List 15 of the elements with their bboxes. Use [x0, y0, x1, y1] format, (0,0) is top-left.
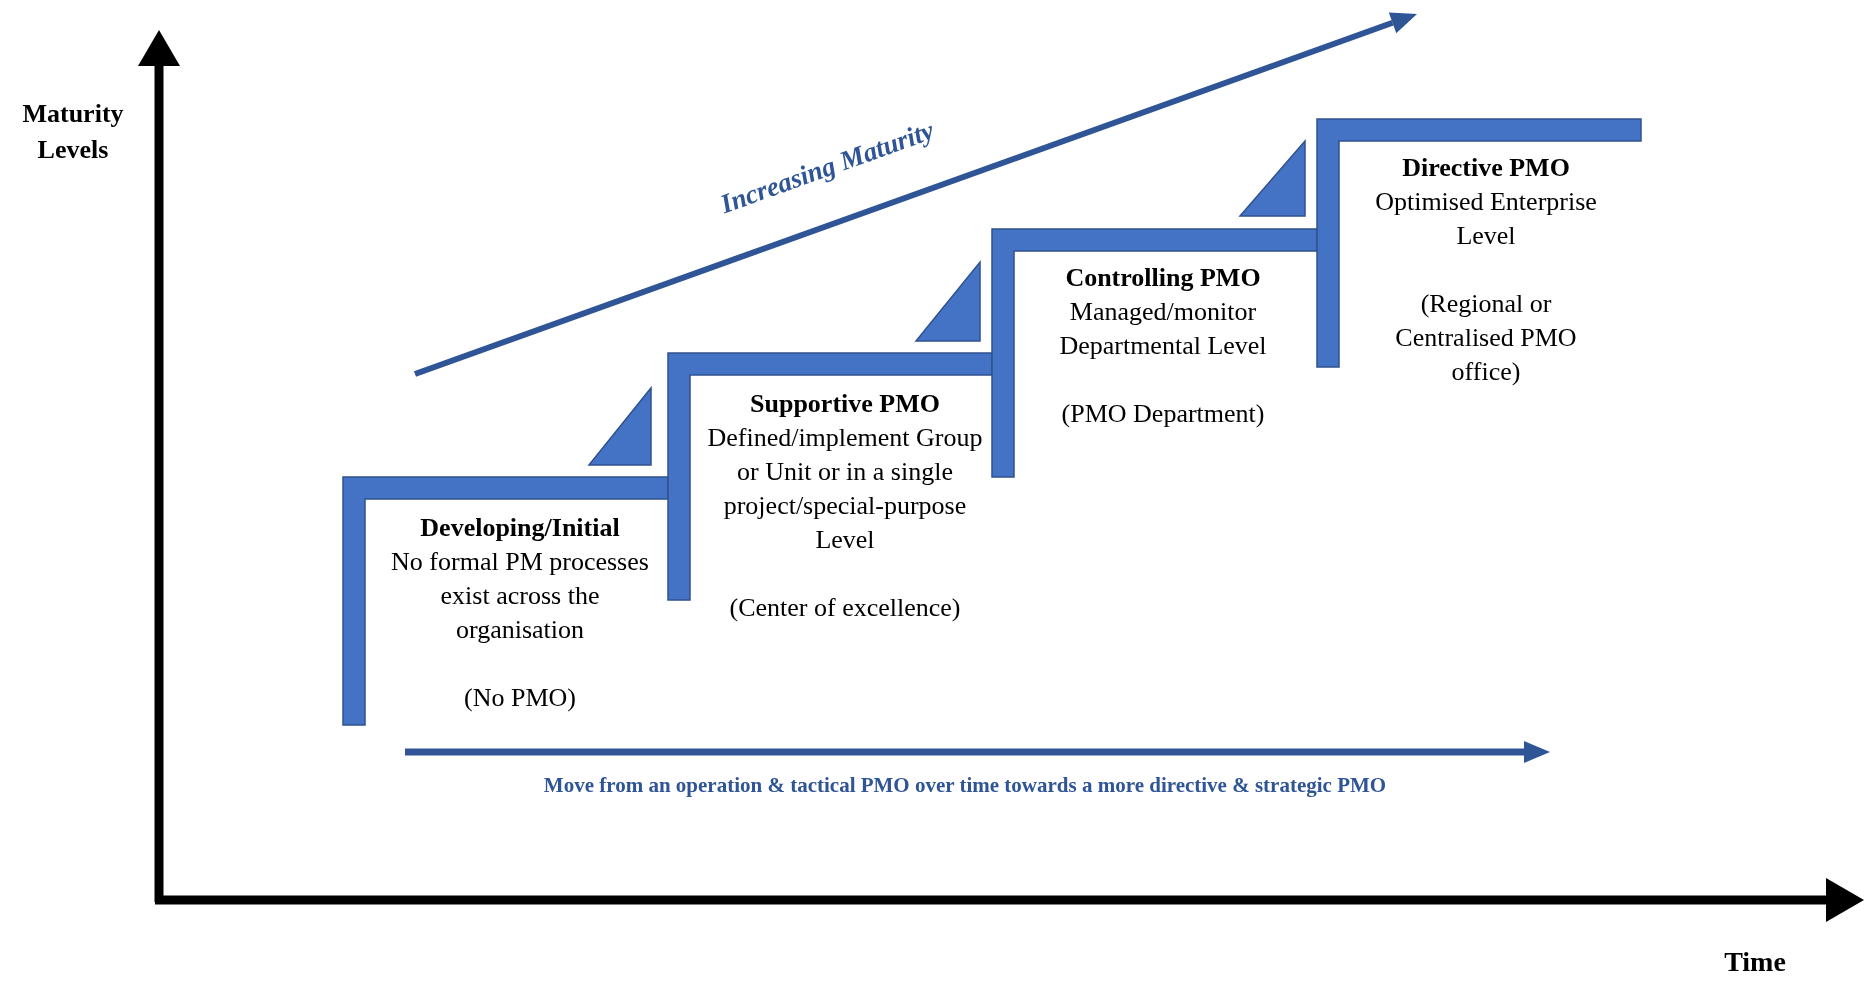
- stage-heading: Directive PMO: [1401, 152, 1571, 184]
- stage-description: Optimised Enterprise Level: [1374, 186, 1598, 252]
- axis-label: Maturity Levels: [21, 98, 125, 166]
- stage-heading: Supportive PMO: [749, 388, 941, 420]
- stage-description: Managed/monitor Departmental Level: [1058, 296, 1268, 362]
- stage-description: Defined/implement Group or Unit or in a single project/special-purpose Level: [706, 422, 984, 556]
- stage-description: No formal PM processes exist across the organisation: [390, 546, 650, 646]
- direction-caption: Move from an operation & tactical PMO over time towards a more directive & strategic PMO: [542, 773, 1388, 798]
- stage-note: (Regional or Centralised PMO office): [1394, 288, 1578, 388]
- axis-label: Time: [1723, 946, 1787, 978]
- stage-note: (PMO Department): [1060, 398, 1266, 430]
- stage-heading: Controlling PMO: [1064, 262, 1262, 294]
- stage-note: (Center of excellence): [728, 592, 962, 624]
- stage-note: (No PMO): [463, 682, 577, 714]
- stage-heading: Developing/Initial: [419, 512, 621, 544]
